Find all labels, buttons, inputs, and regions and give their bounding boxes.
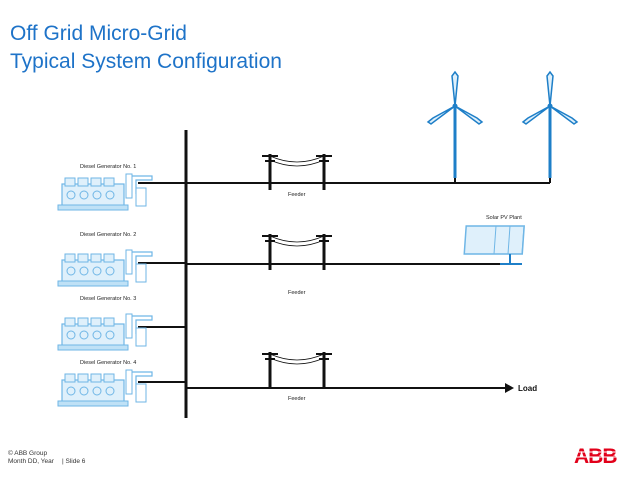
- diesel-generator-icon: [57, 369, 153, 407]
- generator-label-3: Diesel Generator No. 3: [80, 296, 136, 302]
- slide-subtitle: Typical System Configuration: [10, 50, 282, 73]
- solar-label: Solar PV Plant: [486, 215, 522, 221]
- footer-date: Month DD, Year: [8, 458, 54, 465]
- feeder-label-1: Feeder: [288, 192, 306, 198]
- generator-label-2: Diesel Generator No. 2: [80, 232, 136, 238]
- diesel-generator-icon: [57, 313, 153, 351]
- feeder-label-3: Feeder: [288, 396, 306, 402]
- load-arrow-icon: [505, 383, 514, 393]
- utility-pole-icon: [260, 152, 280, 192]
- wind-turbine-icon: [426, 70, 484, 180]
- svg-text:ABB: ABB: [574, 445, 617, 466]
- diesel-generator-icon: [57, 173, 153, 211]
- feeder-label-2: Feeder: [288, 290, 306, 296]
- solar-panel-icon: [463, 225, 525, 265]
- abb-logo-icon: ABB: [574, 445, 622, 466]
- load-label: Load: [518, 384, 537, 393]
- footer-company: © ABB Group: [8, 450, 48, 457]
- utility-pole-icon: [260, 350, 280, 390]
- footer-company-date: © ABB Group Month DD, Year: [8, 450, 54, 466]
- generator-label-1: Diesel Generator No. 1: [80, 164, 136, 170]
- slide-title: Off Grid Micro-Grid: [10, 22, 187, 45]
- diesel-generator-icon: [57, 249, 153, 287]
- wind-turbine-icon: [521, 70, 579, 180]
- utility-pole-icon: [314, 350, 334, 390]
- utility-pole-icon: [314, 152, 334, 192]
- footer-slide-number: | Slide 6: [62, 458, 86, 465]
- generator-label-4: Diesel Generator No. 4: [80, 360, 136, 366]
